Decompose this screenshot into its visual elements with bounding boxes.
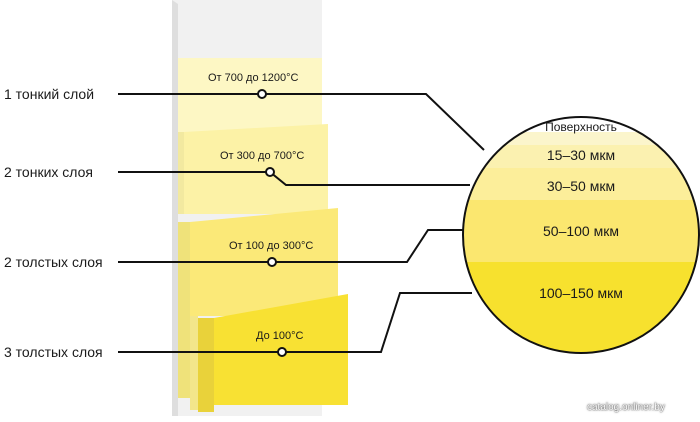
layer-label-1: 1 тонкий слой (4, 86, 95, 102)
leader-lines (118, 93, 485, 353)
marker-dot-4 (277, 347, 287, 357)
marker-dot-2 (265, 167, 275, 177)
temp-label-2: От 300 до 700°С (220, 150, 305, 162)
temp-label-4: До 100°С (256, 330, 304, 342)
layer-label-3: 2 толстых слоя (4, 254, 103, 270)
circle-title: Поверхность (545, 120, 617, 134)
circle-band-1: 15–30 мкм (546, 147, 616, 163)
marker-dot-1 (257, 89, 267, 99)
circle-band-2: 30–50 мкм (546, 178, 616, 194)
circle-band-4: 100–150 мкм (539, 285, 623, 301)
temp-label-3: От 100 до 300°С (229, 240, 314, 252)
layer-label-2: 2 тонких слоя (4, 164, 93, 180)
layer-label-4: 3 толстых слоя (4, 344, 103, 360)
marker-dots (257, 89, 287, 357)
leader-line-4 (118, 292, 472, 353)
circle-band-3: 50–100 мкм (543, 223, 619, 239)
leader-line-2 (118, 171, 470, 186)
marker-dot-3 (267, 257, 277, 267)
leader-line-3 (118, 229, 463, 263)
watermark-text: catalog.onliner.by (587, 402, 665, 413)
layer-2-thin (178, 124, 328, 214)
temp-label-1: От 700 до 1200°С (208, 72, 299, 84)
layer-1-thin (178, 58, 322, 146)
leader-line-1 (118, 93, 485, 151)
